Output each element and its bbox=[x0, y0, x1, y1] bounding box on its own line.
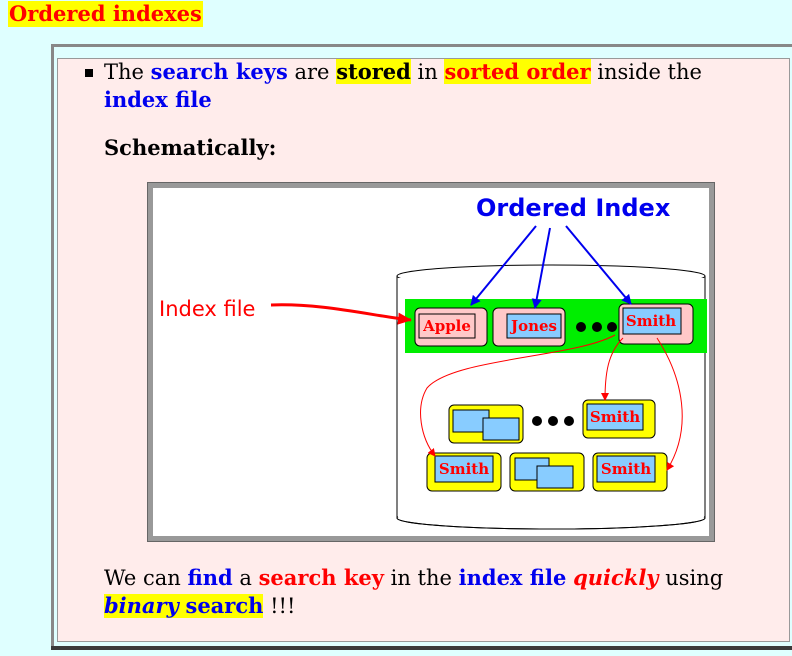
term-binary: binary bbox=[104, 593, 179, 618]
text-using: using bbox=[665, 566, 724, 590]
ellipsis-dot bbox=[576, 322, 586, 332]
ellipsis-dot bbox=[607, 322, 617, 332]
text-inside-the: inside the bbox=[597, 60, 702, 84]
term-sorted-order: sorted order bbox=[444, 59, 591, 84]
page-heading: Ordered indexes bbox=[8, 1, 203, 27]
key-box-smith: Smith bbox=[618, 303, 694, 345]
ellipsis-dot bbox=[564, 416, 574, 426]
index-file-arrow bbox=[270, 303, 412, 325]
term-search: search bbox=[185, 593, 264, 618]
term-index-file: index file bbox=[458, 565, 567, 590]
text-a: a bbox=[239, 566, 252, 590]
data-block bbox=[448, 404, 524, 444]
text-bangs: !!! bbox=[270, 594, 296, 618]
bullet-text: The search keys are stored in sorted ord… bbox=[104, 58, 744, 114]
text-in: in bbox=[417, 60, 438, 84]
term-find: find bbox=[187, 565, 233, 590]
bullet-marker bbox=[85, 69, 93, 77]
key-box-apple: Apple bbox=[414, 307, 488, 347]
term-search-key: search key bbox=[258, 565, 384, 590]
diagram-svg: Apple Jones Smith Smith bbox=[159, 194, 707, 530]
label-index-file: Index file bbox=[159, 297, 255, 321]
data-block-smith: Smith bbox=[592, 452, 668, 492]
ordered-index-diagram: Apple Jones Smith Smith bbox=[147, 182, 715, 542]
ordered-index-arrows bbox=[470, 225, 632, 309]
data-label-smith: Smith bbox=[601, 460, 651, 478]
key-label-smith: Smith bbox=[626, 312, 676, 330]
pointer-arrows bbox=[420, 334, 683, 471]
key-label-jones: Jones bbox=[509, 317, 557, 335]
term-stored: stored bbox=[336, 59, 411, 84]
ellipsis-dot bbox=[592, 322, 602, 332]
schematically-label: Schematically: bbox=[104, 135, 277, 160]
conclusion-text: We can find a search key in the index fi… bbox=[104, 564, 764, 620]
data-block-smith: Smith bbox=[426, 452, 502, 492]
label-ordered-index: Ordered Index bbox=[476, 194, 671, 222]
data-block-smith: Smith bbox=[582, 399, 656, 439]
text-the: The bbox=[104, 60, 144, 84]
text-in-the: in the bbox=[390, 566, 452, 590]
text-we-can: We can bbox=[104, 566, 181, 590]
ellipsis-dot bbox=[532, 416, 542, 426]
data-label-smith: Smith bbox=[439, 460, 489, 478]
ellipsis-dot bbox=[548, 416, 558, 426]
key-label-apple: Apple bbox=[422, 317, 471, 335]
text-are: are bbox=[294, 60, 330, 84]
term-index-file: index file bbox=[104, 87, 212, 112]
term-search-keys: search keys bbox=[150, 59, 288, 84]
data-block bbox=[509, 452, 585, 492]
key-box-jones: Jones bbox=[492, 307, 566, 347]
term-quickly: quickly bbox=[573, 565, 659, 590]
data-label-smith: Smith bbox=[590, 408, 640, 426]
